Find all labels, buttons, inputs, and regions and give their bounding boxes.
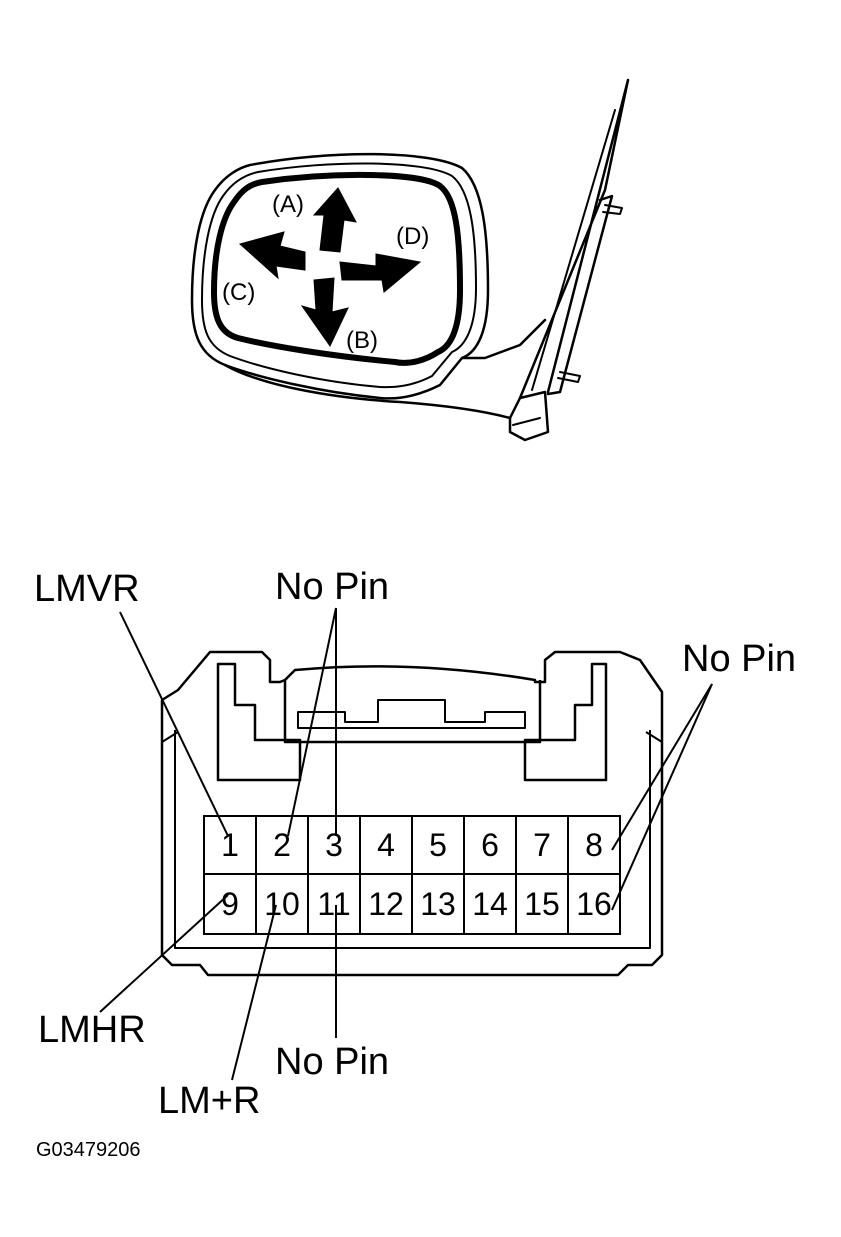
- connector-outer-shell: [160, 650, 664, 977]
- callout-no-pin-right: No Pin: [682, 638, 796, 680]
- connector-left-lock: [216, 662, 302, 782]
- mirror-housing-lower: [223, 363, 512, 420]
- leader-no-pin-2: [287, 607, 337, 837]
- pin-cell: [567, 873, 621, 935]
- pin-number-label: 4: [377, 827, 395, 863]
- connector-right-side-detail: [645, 731, 663, 743]
- direction-label-b: (B): [346, 327, 378, 354]
- arm-pin-lower: [557, 371, 581, 383]
- leader-no-pin-8: [611, 683, 713, 851]
- callout-lmhr: LMHR: [38, 1009, 146, 1051]
- pin-number-label: 8: [585, 827, 603, 863]
- leader-lmhr: [99, 894, 229, 1013]
- connector-latch-bar: [297, 699, 526, 729]
- mirror-arm-outer: [518, 78, 630, 400]
- arrow-left-icon: [238, 231, 306, 280]
- direction-label-c: (C): [222, 279, 255, 306]
- callout-lm-plus-r: LM+R: [158, 1080, 260, 1122]
- callout-no-pin-bottom: No Pin: [275, 1041, 389, 1083]
- pin-number-label: 5: [429, 827, 447, 863]
- figure-code: G03479206: [36, 1139, 141, 1161]
- pin-number-label: 13: [420, 886, 456, 922]
- arrow-right-icon: [339, 253, 422, 293]
- mirror-base-detail: [512, 417, 541, 426]
- mirror-housing-inner-rim: [201, 162, 477, 389]
- pin-number-label: 3: [325, 827, 343, 863]
- pin-number-label: 14: [472, 886, 508, 922]
- mirror-base: [508, 390, 550, 442]
- arm-pin-upper: [602, 204, 623, 215]
- connector-right-lock: [523, 662, 608, 782]
- pin-number-label: 1: [221, 827, 239, 863]
- pin-number-label: 6: [481, 827, 499, 863]
- pin-number-label: 7: [533, 827, 551, 863]
- pin-number-label: 15: [524, 886, 560, 922]
- connector-latch: [283, 680, 542, 744]
- connector-housing: [160, 650, 664, 977]
- arrow-up-icon: [312, 187, 357, 253]
- arrow-down-icon: [300, 277, 349, 347]
- callout-lmvr: LMVR: [34, 568, 140, 610]
- leader-lmvr: [119, 611, 229, 837]
- callout-no-pin-top: No Pin: [275, 566, 389, 608]
- adjustment-arrows: [238, 187, 422, 347]
- direction-label-d: (D): [396, 223, 429, 250]
- connector-left-side-detail: [161, 731, 179, 743]
- leader-no-pin-16: [611, 683, 713, 911]
- leader-lines: [99, 607, 713, 1081]
- leader-lm-plus-r: [231, 904, 277, 1081]
- pin-number-label: 2: [273, 827, 291, 863]
- pin-number-label: 9: [221, 886, 239, 922]
- connector-inner-shell: [174, 730, 651, 949]
- side-mirror-illustration: [190, 78, 630, 442]
- mirror-arm-flange: [546, 194, 614, 396]
- pin-number-label: 16: [576, 886, 612, 922]
- mirror-housing-outer: [190, 152, 490, 400]
- direction-label-a: (A): [272, 191, 304, 218]
- pin-number-label: 10: [264, 886, 300, 922]
- mirror-glass: [211, 171, 463, 366]
- pin-number-label: 11: [317, 886, 350, 922]
- pin-number-label: 12: [368, 886, 404, 922]
- mirror-arm-inner: [531, 109, 616, 391]
- mirror-housing-neck: [460, 318, 547, 360]
